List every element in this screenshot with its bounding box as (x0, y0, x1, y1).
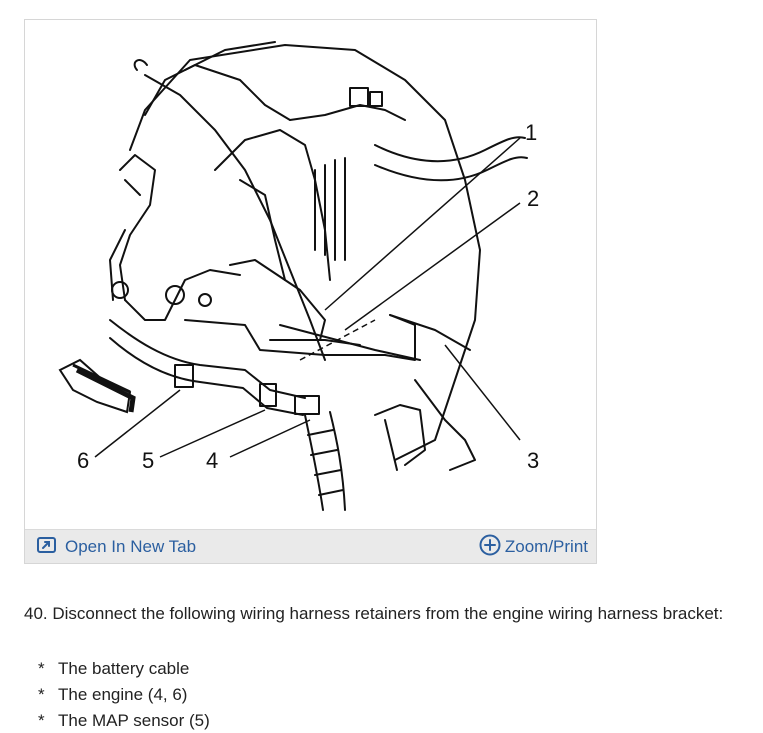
callout-5: 5 (142, 448, 154, 473)
list-item: * The engine (4, 6) (38, 682, 210, 708)
figure-toolbar: Open In New Tab Zoom/Print (25, 529, 596, 563)
figure-container: 1 2 3 4 5 6 Open In New Tab (24, 19, 597, 564)
step-instruction: 40. Disconnect the following wiring harn… (24, 604, 724, 623)
callout-4: 4 (206, 448, 218, 473)
bullet-marker: * (38, 685, 45, 704)
callout-1: 1 (525, 120, 537, 145)
direction-arrow (58, 358, 136, 414)
engine-wiring-diagram: 1 2 3 4 5 6 (58, 41, 539, 511)
list-item-text: The engine (4, 6) (58, 685, 188, 704)
list-item-text: The MAP sensor (5) (58, 711, 210, 730)
callout-3: 3 (527, 448, 539, 473)
plus-circle-icon (479, 534, 501, 561)
bullet-marker: * (38, 711, 45, 730)
bullet-marker: * (38, 659, 45, 678)
zoom-print-link[interactable]: Zoom/Print (479, 534, 588, 561)
callout-6: 6 (77, 448, 89, 473)
list-item: * The battery cable (38, 656, 210, 682)
list-item: * The MAP sensor (5) (38, 708, 210, 733)
callout-2: 2 (527, 186, 539, 211)
open-new-tab-icon (37, 536, 57, 559)
list-item-text: The battery cable (58, 659, 190, 678)
retainer-list: * The battery cable * The engine (4, 6) … (38, 656, 210, 733)
open-in-new-tab-label: Open In New Tab (65, 537, 197, 556)
open-in-new-tab-link[interactable]: Open In New Tab (37, 536, 196, 558)
zoom-print-label: Zoom/Print (504, 537, 588, 556)
